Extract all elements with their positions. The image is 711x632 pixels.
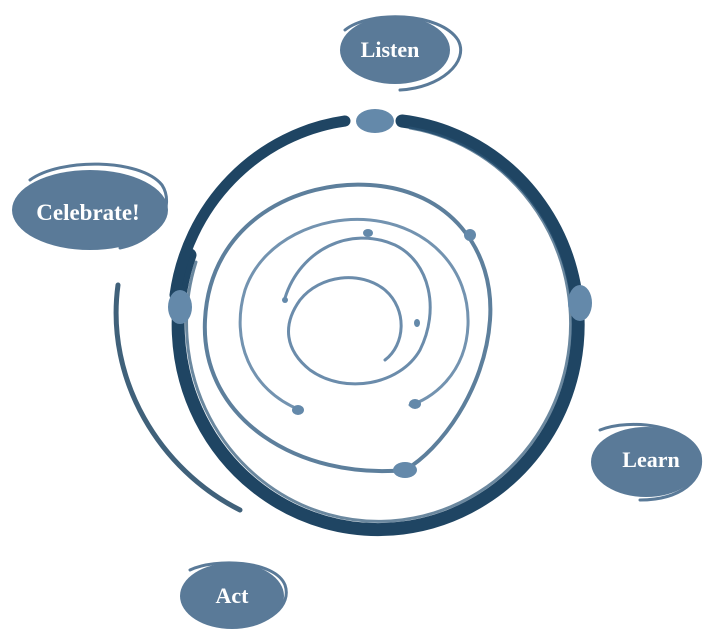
label-listen: Listen: [340, 15, 463, 92]
node-right: [568, 285, 592, 321]
node-spiral-lower: [393, 462, 417, 478]
outer-ring-arc: [171, 114, 585, 537]
label-celebrate: Celebrate!: [12, 162, 168, 250]
node-spiral-center-left: [282, 297, 288, 303]
node-spiral-center-right: [414, 319, 420, 327]
label-celebrate-text: Celebrate!: [36, 200, 139, 225]
spiral-inner-turn: [283, 236, 432, 386]
label-learn-text: Learn: [622, 447, 679, 472]
spiral-outer-turn: [202, 182, 493, 474]
label-act: Act: [180, 561, 288, 629]
label-celebrate-blob: [12, 170, 168, 250]
spiral-middle-turn: [238, 217, 470, 412]
label-learn-blob: [591, 427, 701, 497]
node-left: [168, 290, 192, 324]
outer-ring-tail: [113, 282, 243, 513]
outer-ring-upper-left: [169, 115, 351, 301]
ring-nodes: [168, 109, 592, 478]
inner-spiral: [202, 182, 493, 474]
label-listen-blob: [340, 16, 450, 84]
label-act-text: Act: [216, 583, 250, 608]
node-spiral-right-low: [409, 399, 421, 409]
label-listen-brush: [343, 15, 463, 92]
node-spiral-inner-top: [363, 229, 373, 237]
label-act-brush: [188, 561, 288, 629]
node-top: [356, 109, 394, 133]
outer-ring: [113, 114, 585, 537]
label-learn-brush: [598, 422, 703, 502]
label-learn: Learn: [591, 422, 703, 502]
label-listen-text: Listen: [361, 37, 420, 62]
label-celebrate-brush: [28, 162, 168, 250]
outer-ring-brush-stroke: [185, 126, 573, 523]
node-spiral-left: [292, 405, 304, 415]
node-spiral-right: [464, 229, 476, 241]
label-act-blob: [180, 563, 284, 629]
